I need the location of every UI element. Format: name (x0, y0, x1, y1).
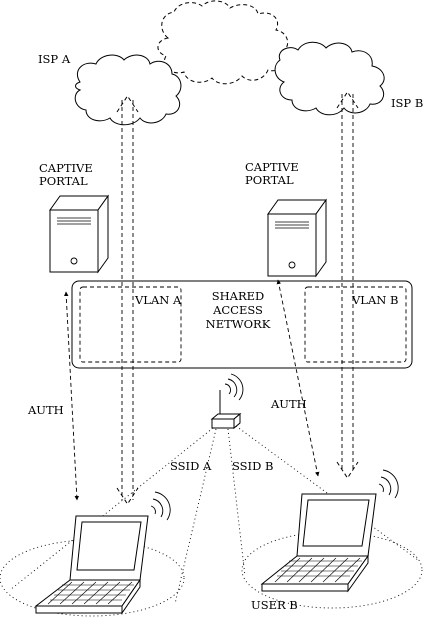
isp-b-label: ISP B (391, 96, 424, 110)
vlan-a-label: VLAN A (135, 293, 182, 307)
auth-a-label: AUTH (28, 403, 64, 417)
cell-b-ellipse (241, 531, 423, 609)
auth-b-label: AUTH (271, 397, 307, 411)
captive-portal-server-b (267, 198, 327, 278)
ssid-a-label: SSID A (170, 459, 212, 473)
ssid-b-label: SSID B (232, 459, 274, 473)
isp-b-cloud (274, 41, 385, 116)
isp-a-label: ISP A (38, 52, 71, 66)
captive-portal-a-label-line2: PORTAL (39, 174, 88, 188)
shared-access-network-label-line3: NETWORK (205, 317, 271, 331)
captive-portal-server-a (49, 194, 109, 274)
isp-a-cloud (74, 54, 182, 126)
captive-portal-a-label-line1: CAPTIVE (39, 161, 93, 175)
captive-portal-b-label-line1: CAPTIVE (245, 160, 299, 174)
vlan-b-box (304, 286, 407, 363)
user-b-label: USER B (251, 598, 298, 612)
vlan-b-label: VLAN B (352, 293, 399, 307)
internet-cloud (157, 0, 289, 85)
shared-access-network-label-line2: ACCESS (213, 303, 263, 317)
cell-a-ellipse (0, 539, 185, 617)
shared-access-network-label-line1: SHARED (211, 289, 265, 303)
auth-b-link (276, 279, 320, 477)
laptop-b (260, 469, 399, 593)
captive-portal-b-label-line2: PORTAL (245, 173, 294, 187)
vlan-a-box (79, 286, 182, 363)
ap-coverage-lines (9, 425, 419, 605)
laptop-a (34, 491, 171, 615)
isp-b-link (336, 91, 359, 479)
access-point (210, 373, 244, 430)
isp-a-link (116, 95, 139, 505)
